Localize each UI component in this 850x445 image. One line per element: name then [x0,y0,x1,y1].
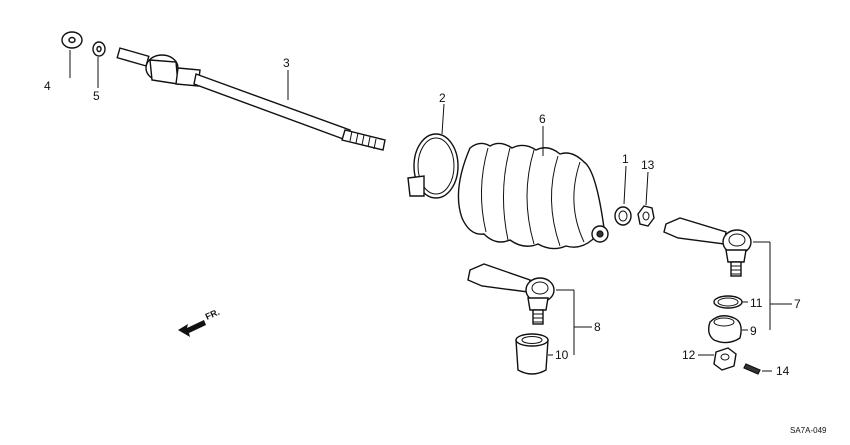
diagram-code: SA7A-049 [790,426,827,435]
washer-part-4 [61,31,83,78]
front-label: FR. [204,307,221,322]
label-part-4: 4 [44,79,51,93]
clip-ring-part-11 [713,295,748,309]
tie-rod-end-part-7 [663,217,792,330]
cotter-pin-part-14 [743,363,772,375]
label-part-10: 10 [555,348,569,362]
label-part-5: 5 [93,89,100,103]
label-part-11: 11 [750,296,763,310]
label-part-9: 9 [750,324,757,338]
castle-nut-part-12 [698,347,737,371]
tie-rod-end-part-8 [467,263,592,355]
label-part-13: 13 [641,158,655,172]
lock-washer-part-5 [92,41,106,88]
dust-seal-part-9 [707,315,748,344]
label-part-8: 8 [594,320,601,334]
front-direction-arrow [178,320,206,337]
ring-part-1 [614,165,632,226]
rack-boot-part-6 [457,126,609,250]
label-part-6: 6 [539,112,546,126]
label-part-14: 14 [776,364,790,378]
label-part-3: 3 [283,56,290,70]
tie-rod-part-3 [116,47,386,151]
hex-nut-part-13 [637,171,655,227]
label-part-7: 7 [794,297,801,311]
label-part-2: 2 [439,91,446,105]
boot-band-part-2 [407,103,459,199]
label-part-1: 1 [622,152,629,166]
dust-seal-part-10 [515,333,553,375]
label-part-12: 12 [682,348,696,362]
